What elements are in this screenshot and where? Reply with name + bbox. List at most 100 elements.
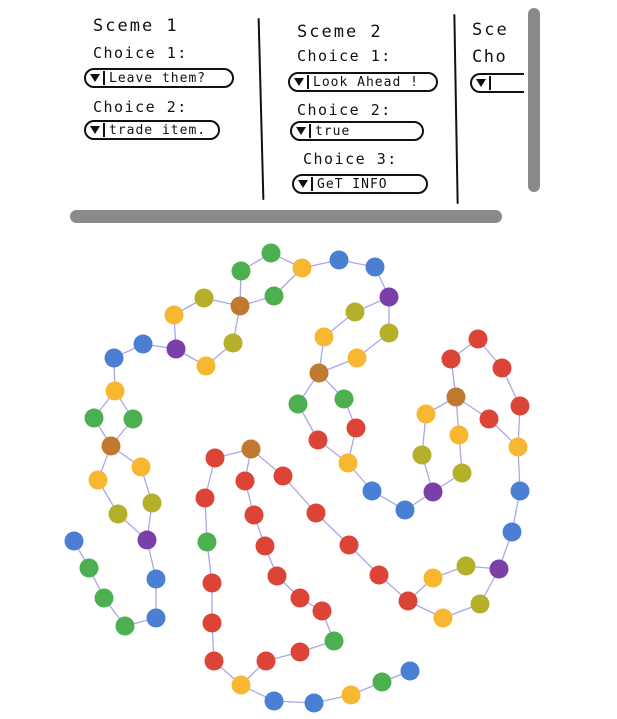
scene-1-choice-2-value: trade item.: [109, 122, 207, 138]
graph-node-blue: [395, 500, 415, 520]
graph-node-green: [231, 261, 251, 281]
graph-node-yellow: [433, 608, 453, 628]
dropdown-arrow-icon: [298, 180, 308, 188]
graph-node-red: [290, 642, 310, 662]
graph-node-green: [324, 631, 344, 651]
graph-edges: [73, 252, 521, 704]
graph-node-red: [510, 396, 530, 416]
graph-node-red: [346, 418, 366, 438]
graph-node-red: [244, 505, 264, 525]
scene-2-choice-1-dropdown[interactable]: Look Ahead !: [288, 72, 438, 92]
graph-node-blue: [400, 661, 420, 681]
graph-node-green: [123, 409, 143, 429]
dropdown-separator: [103, 71, 105, 85]
graph-node-red: [195, 488, 215, 508]
graph-nodes: [64, 243, 530, 713]
scene-1-choice-2-dropdown[interactable]: trade item.: [84, 120, 220, 140]
graph-node-blue: [146, 569, 166, 589]
graph-node-olive: [379, 323, 399, 343]
scene-2-title: Sceme 2: [297, 22, 383, 42]
graph-node-yellow: [131, 457, 151, 477]
scene-3-choice-1-label: Cho: [472, 47, 508, 67]
graph-node-blue: [362, 481, 382, 501]
graph-node-green: [261, 243, 281, 263]
graph-node-blue: [365, 257, 385, 277]
scene-1-choice-1-value: Leave them?: [109, 70, 207, 86]
graph-node-green: [115, 616, 135, 636]
scene-2-choice-2-value: true: [315, 123, 351, 139]
dropdown-arrow-icon: [90, 126, 100, 134]
graph-node-olive: [108, 504, 128, 524]
horizontal-scrollbar[interactable]: [70, 210, 502, 223]
graph-node-red: [369, 565, 389, 585]
scene-2-choice-1-label: Choice 1:: [297, 47, 392, 65]
graph-node-blue: [304, 693, 324, 713]
graph-node-brown: [446, 387, 466, 407]
scene-panel-area: Sceme 1 Choice 1: Leave them? Choice 2: …: [0, 0, 617, 230]
graph-node-red: [398, 591, 418, 611]
graph-node-purple: [379, 287, 399, 307]
scene-2-choice-3-dropdown[interactable]: GeT INFO: [292, 174, 428, 194]
graph-node-blue: [104, 348, 124, 368]
graph-node-green: [94, 588, 114, 608]
graph-node-yellow: [231, 675, 251, 695]
graph-node-olive: [345, 302, 365, 322]
graph-node-yellow: [416, 404, 436, 424]
scene-3-choice-1-dropdown[interactable]: [470, 73, 524, 93]
graph-node-blue: [510, 481, 530, 501]
graph-node-red: [235, 471, 255, 491]
scene-1-title: Sceme 1: [93, 16, 179, 36]
graph-node-red: [441, 349, 461, 369]
graph-node-brown: [309, 363, 329, 383]
graph-node-green: [264, 286, 284, 306]
dropdown-arrow-icon: [90, 74, 100, 82]
graph-node-red: [202, 613, 222, 633]
graph-node-blue: [329, 250, 349, 270]
scene-1-choice-2-label: Choice 2:: [93, 98, 188, 116]
dropdown-separator: [311, 177, 313, 191]
graph-node-olive: [456, 556, 476, 576]
graph-node-yellow: [88, 470, 108, 490]
graph-node-red: [492, 358, 512, 378]
graph-node-purple: [166, 339, 186, 359]
scene-2-choice-3-value: GeT INFO: [317, 176, 388, 192]
graph-node-red: [312, 601, 332, 621]
graph-node-yellow: [347, 348, 367, 368]
scene-1-choice-1-label: Choice 1:: [93, 44, 188, 62]
graph-node-red: [339, 535, 359, 555]
graph-node-purple: [423, 482, 443, 502]
graph-node-red: [202, 573, 222, 593]
graph-node-red: [205, 448, 225, 468]
graph-node-red: [255, 536, 275, 556]
graph-node-olive: [142, 493, 162, 513]
graph-node-yellow: [196, 356, 216, 376]
vertical-scrollbar[interactable]: [528, 8, 540, 192]
graph-node-blue: [146, 608, 166, 628]
graph-node-red: [468, 329, 488, 349]
graph-node-green: [197, 532, 217, 552]
graph-node-yellow: [341, 685, 361, 705]
scene-3-title: Sce: [472, 20, 509, 40]
graph-node-olive: [470, 594, 490, 614]
graph-node-brown: [241, 439, 261, 459]
graph-node-red: [267, 566, 287, 586]
graph-node-red: [479, 409, 499, 429]
dropdown-arrow-icon: [294, 78, 304, 86]
graph-node-green: [288, 394, 308, 414]
graph-node-brown: [230, 296, 250, 316]
scene-1-choice-1-dropdown[interactable]: Leave them?: [84, 68, 234, 88]
graph-node-olive: [412, 445, 432, 465]
graph-node-red: [308, 430, 328, 450]
graph-node-red: [273, 466, 293, 486]
scene-2-choice-2-label: Choice 2:: [297, 101, 392, 119]
graph-node-red: [306, 503, 326, 523]
graph-node-yellow: [292, 258, 312, 278]
dropdown-separator: [103, 123, 105, 137]
graph-node-green: [84, 408, 104, 428]
scene-2-choice-3-label: Choice 3:: [303, 150, 398, 168]
graph-node-yellow: [508, 437, 528, 457]
dropdown-arrow-icon: [296, 127, 306, 135]
scene-2-choice-2-dropdown[interactable]: true: [290, 121, 424, 141]
graph-node-green: [79, 558, 99, 578]
